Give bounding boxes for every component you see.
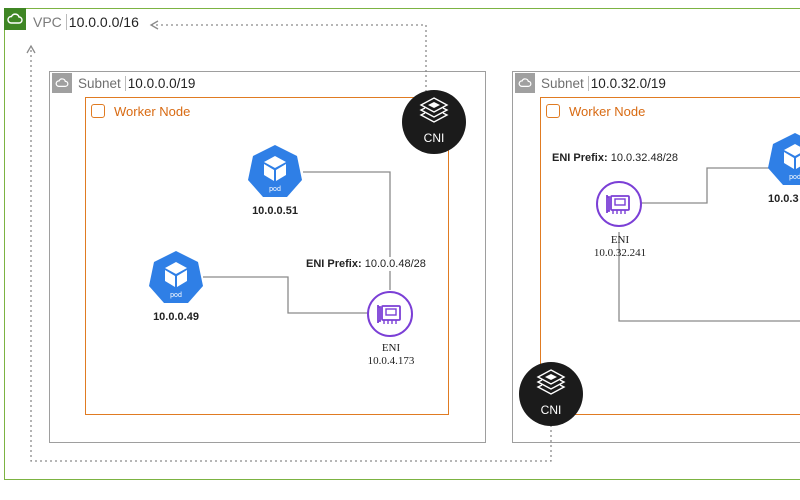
eni-2-down-line [618, 232, 800, 322]
vpc-badge-arrowhead [26, 44, 36, 54]
subnet-2-cloud-icon [515, 73, 535, 93]
eni-2 [595, 180, 643, 228]
vpc-container [4, 8, 800, 480]
worker-node-2-label: Worker Node [569, 104, 646, 119]
subnet-1-container [49, 71, 486, 443]
vpc-prefix: VPC [33, 14, 62, 30]
eni-1-prefix-key: ENI Prefix: [306, 258, 362, 270]
eni-1-name: ENI [381, 342, 401, 354]
eni-2-text: ENI 10.0.32.241 [582, 234, 658, 260]
cni-layers-icon [419, 97, 449, 123]
eni-1-prefix-value: 10.0.0.48/28 [364, 258, 426, 270]
eni-2-prefix-label: ENI Prefix: 10.0.32.48/28 [550, 151, 680, 165]
cni-2: CNI [519, 362, 583, 426]
pod-cube-icon: pod [768, 133, 800, 185]
eni-2-to-pod-line [640, 167, 770, 204]
cni-2-to-vpc-dotted-line [30, 46, 552, 462]
pod-1-ip: 10.0.0.51 [252, 205, 298, 217]
subnet-1-cloud-icon [52, 73, 72, 93]
svg-text:pod: pod [269, 186, 281, 193]
pod-2: pod [148, 250, 204, 309]
pod-cube-icon: pod [149, 251, 203, 303]
cni-2-label: CNI [540, 403, 562, 417]
eni-1-prefix-label: ENI Prefix: 10.0.0.48/28 [304, 257, 428, 271]
pod-49-to-eni-line [203, 276, 368, 314]
subnet-2-cidr: 10.0.32.0/19 [587, 76, 666, 91]
worker-node-1-icon [91, 104, 105, 118]
pod-1: pod [247, 144, 303, 203]
vpc-cidr: 10.0.0.0/16 [65, 14, 139, 30]
subnet-2-prefix: Subnet [541, 76, 584, 91]
subnet-2-container [512, 71, 800, 443]
eni-1-text: ENI 10.0.4.173 [356, 342, 426, 368]
cni-layers-icon [536, 369, 566, 395]
worker-node-2-icon [546, 104, 560, 118]
network-interface-icon [367, 291, 413, 337]
pod-3: pod [767, 132, 800, 191]
svg-text:pod: pod [789, 174, 800, 181]
cni-1-label: CNI [423, 131, 445, 145]
vpc-arrowhead [149, 20, 159, 30]
eni-2-name: ENI [610, 234, 630, 246]
network-interface-icon [596, 181, 642, 227]
pod-cube-icon: pod [248, 145, 302, 197]
worker-node-1-container [85, 97, 449, 415]
cni-1: CNI [402, 90, 466, 154]
eni-2-prefix-key: ENI Prefix: [552, 152, 608, 164]
pod-2-ip: 10.0.0.49 [153, 311, 199, 323]
eni-2-prefix-value: 10.0.32.48/28 [610, 152, 678, 164]
subnet-1-cidr: 10.0.0.0/19 [124, 76, 196, 91]
subnet-1-prefix: Subnet [78, 76, 121, 91]
worker-node-1-label: Worker Node [114, 104, 191, 119]
pod-3-ip: 10.0.3 [768, 193, 799, 205]
pod-51-to-eni-line [303, 171, 391, 290]
worker-node-2-container [540, 97, 800, 415]
eni-2-ip: 10.0.32.241 [593, 247, 647, 259]
cni-1-to-vpc-dotted-line [152, 24, 427, 92]
svg-text:pod: pod [170, 292, 182, 299]
eni-1-ip: 10.0.4.173 [367, 355, 415, 367]
vpc-cloud-icon [4, 8, 26, 30]
eni-1 [366, 290, 414, 338]
